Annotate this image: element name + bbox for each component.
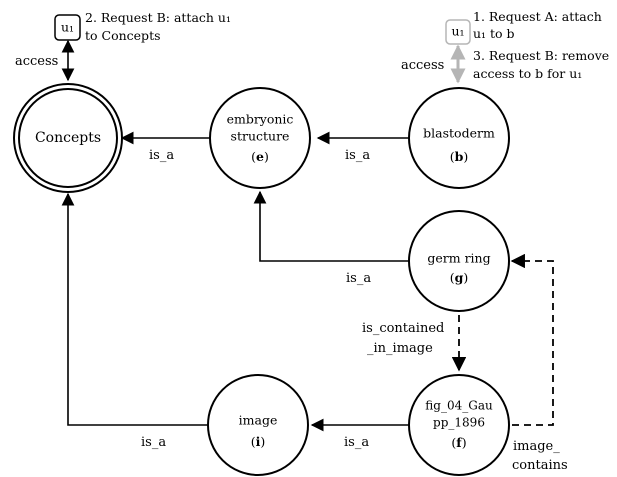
note-left-line1: 2. Request B: attach u₁ xyxy=(85,10,231,25)
note-right-line1: 1. Request A: attach xyxy=(473,9,602,24)
edge-image-contains xyxy=(510,253,554,426)
germ-ring-id: (g) xyxy=(450,270,469,285)
image-id: (i) xyxy=(251,434,266,449)
embryonic-structure-label-line2: structure xyxy=(231,129,290,144)
edge-germring-to-embryonic xyxy=(253,190,409,262)
edge-label-image-contains-line2: contains xyxy=(512,458,568,473)
user-box-left-frame xyxy=(54,14,81,41)
note-left-line2: to Concepts xyxy=(85,28,161,43)
node-germ-ring: germ ring (g) xyxy=(408,210,510,312)
edge-label-is-a-blastoderm-embryonic: is_a xyxy=(345,148,370,163)
edge-labels: is_a is_a is_a is_a is_a is_contained _i… xyxy=(15,54,568,473)
node-concepts: Concepts xyxy=(13,83,123,193)
user-box-left: u₁ xyxy=(54,14,81,41)
image-label: image xyxy=(239,413,278,428)
concepts-label: Concepts xyxy=(35,130,101,146)
edge-label-is-a-image-concepts: is_a xyxy=(141,435,166,450)
edge-label-is-a-embryonic-concepts: is_a xyxy=(149,148,174,163)
nodes: Concepts embryonic structure (e) blastod… xyxy=(13,83,510,476)
edge-label-is-contained-line2: _in_image xyxy=(367,341,433,356)
user-box-right: u₁ xyxy=(445,19,471,45)
note-right-line2: u₁ to b xyxy=(473,26,515,41)
image-circle xyxy=(207,374,309,476)
blastoderm-circle xyxy=(408,87,510,189)
node-image: image (i) xyxy=(207,374,309,476)
blastoderm-id: (b) xyxy=(450,149,469,164)
note-right-line4: access to b for u₁ xyxy=(473,66,582,81)
edge-label-image-contains-line1: image_ xyxy=(513,439,560,454)
figure-circle xyxy=(408,374,510,476)
edge-label-access-right: access xyxy=(401,58,444,73)
node-figure: fig_04_Gau pp_1896 (f) xyxy=(408,374,510,476)
edge-label-is-a-germring-embryonic: is_a xyxy=(346,271,371,286)
figure-label-line2: pp_1896 xyxy=(433,416,485,430)
edges xyxy=(61,39,554,432)
edge-label-access-left: access xyxy=(15,54,58,69)
germ-ring-label: germ ring xyxy=(427,251,490,266)
node-embryonic-structure: embryonic structure (e) xyxy=(209,87,311,189)
note-right-line3: 3. Request B: remove xyxy=(473,48,609,63)
user-right-label: u₁ xyxy=(451,24,464,39)
embryonic-structure-circle xyxy=(209,87,311,189)
embryonic-structure-id: (e) xyxy=(251,149,269,164)
embryonic-structure-label-line1: embryonic xyxy=(227,112,294,127)
concepts-circle-inner xyxy=(18,88,118,188)
edge-label-is-a-figure-image: is_a xyxy=(344,435,369,450)
request-notes: 2. Request B: attach u₁ to Concepts 1. R… xyxy=(85,9,609,81)
edge-image-to-concepts xyxy=(61,192,208,426)
user-box-right-frame xyxy=(445,19,471,45)
user-left-label: u₁ xyxy=(61,20,74,35)
figure-label-line1: fig_04_Gau xyxy=(425,399,493,413)
germ-ring-circle xyxy=(408,210,510,312)
blastoderm-label: blastoderm xyxy=(423,126,495,141)
edge-label-is-contained-line1: is_contained xyxy=(362,321,444,336)
node-blastoderm: blastoderm (b) xyxy=(408,87,510,189)
figure-id: (f) xyxy=(451,435,466,450)
